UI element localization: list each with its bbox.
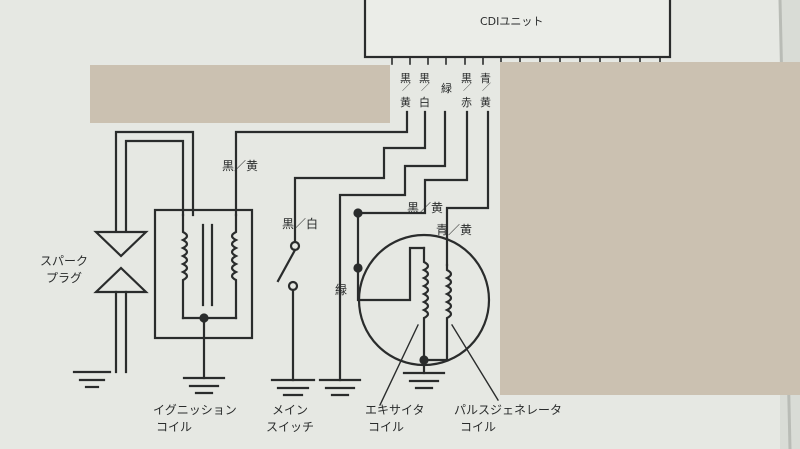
spark-plug-bottom-electrode [93,266,149,294]
terminal-1-slash: ／ [402,82,411,93]
terminal-1-top: 黒 [400,72,411,85]
wire-main-switch [293,110,427,242]
wire-harness [234,110,490,382]
ht-lead-outer [124,139,185,234]
exciter-leader [379,324,419,406]
terminal-4-bottom: 赤 [461,96,472,109]
label-ignition-primary-wire: 黒／黄 [222,159,258,173]
spark-plug-top-electrode [93,230,149,258]
terminal-4-top: 黒 [461,72,472,85]
terminal-labels: 黒 ／ 黄 黒 ／ 白 緑 黒 ／ 赤 青 ／ 黄 [400,72,491,109]
alternator [356,233,499,406]
wire-pulse [445,110,490,267]
green-ground [318,378,362,397]
label-main-switch-wire: 黒／白 [282,216,318,231]
redaction-block-left [90,65,390,123]
terminal-2-top: 黒 [419,72,430,85]
wire-exciter-return [356,246,426,302]
label-ground-green-wire: 緑 [335,282,347,297]
label-main-switch-1: メイン [272,403,308,417]
label-pulse-generator-1: パルスジェネレータ [454,403,562,417]
terminal-1-bottom: 黄 [400,95,411,109]
wire-ignition-primary [234,110,409,217]
label-exciter-wire: 黒／黄 [407,201,443,215]
label-spark-plug-1: スパーク [40,254,88,268]
label-main-switch-2: スイッチ [266,420,314,434]
wire-exciter-in [356,110,469,270]
label-exciter-coil-1: エキサイタ [365,403,425,417]
terminal-2-bottom: 白 [419,95,430,109]
cdi-unit-label: CDIユニット [480,15,543,28]
terminal-3-top: 緑 [441,81,452,95]
ignition-coil-secondary [180,213,189,320]
main-switch [270,240,316,397]
label-spark-plug-2: プラグ [46,271,82,285]
label-exciter-coil-2: コイル [368,420,404,434]
exciter-coil-winding [421,246,430,362]
ht-lead-inner [114,130,195,234]
terminal-5-slash: ／ [482,82,491,93]
cdi-unit-box [363,0,672,59]
wire-ground-green [338,110,447,382]
terminal-5-bottom: 黄 [480,95,491,109]
label-ignition-coil-2: コイル [156,420,192,434]
wire-labels: 黒／黄 黒／白 緑 黒／黄 青／黄 [222,159,472,297]
label-pulse-generator-2: コイル [460,420,496,434]
pulse-coil-winding [444,263,453,362]
redaction-block-right [500,62,800,395]
label-ignition-coil-1: イグニッション [153,403,237,417]
spark-plug [72,130,195,389]
main-switch-blade [276,248,297,283]
terminal-2-slash: ／ [421,82,430,93]
component-labels: スパーク プラグ イグニッション コイル メイン スイッチ エキサイタ コイル … [40,254,562,434]
ignition-coil-primary [230,213,239,320]
ignition-coil [153,208,254,395]
label-pulse-wire: 青／黄 [436,223,472,237]
junction-exciter [353,208,363,218]
cdi-unit: CDIユニット [363,0,672,65]
terminal-4-slash: ／ [463,82,472,93]
terminal-5-top: 青 [480,72,491,85]
pulse-leader [451,324,499,401]
